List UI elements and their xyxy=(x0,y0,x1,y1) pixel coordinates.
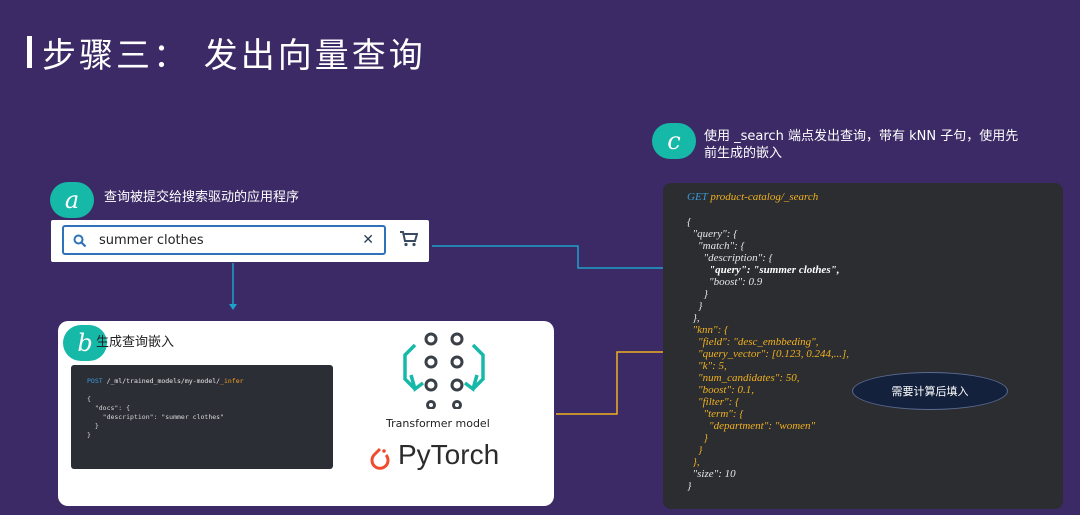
clear-icon[interactable]: ✕ xyxy=(362,232,374,248)
code-line: "match": { xyxy=(687,240,745,252)
code-line: "department": "women" xyxy=(687,420,816,432)
infer-body-line: "description": "summer clothes" xyxy=(87,413,224,421)
search-icon xyxy=(73,233,87,252)
transformer-model-label: Transformer model xyxy=(386,417,490,430)
transformer-model-icon xyxy=(403,332,485,409)
pytorch-label: PyTorch xyxy=(398,439,500,470)
note-bubble: 需要计算后填入 xyxy=(852,372,1008,410)
code-line: "boost": 0.9 xyxy=(687,276,763,288)
connector-arrowhead-down xyxy=(229,304,237,310)
infer-body-line: } xyxy=(87,422,99,430)
step-c-text-line1: 使用 _search 端点发出查询，带有 kNN 子句，使用先 xyxy=(704,129,1019,144)
code-line: } xyxy=(687,300,703,312)
code-line: } xyxy=(687,288,708,300)
page-title: 步骤三： 发出向量查询 xyxy=(42,36,426,76)
infer-method: POST xyxy=(87,377,103,385)
code-line: }, xyxy=(687,456,700,468)
code-line: } xyxy=(687,480,692,492)
search-input[interactable]: summer clothes ✕ xyxy=(62,225,386,255)
search-request-panel: GET product-catalog/_search { "query": {… xyxy=(663,183,1063,509)
pytorch-logo-icon xyxy=(370,447,390,470)
code-line: "description": { xyxy=(687,252,774,264)
title-accent-bar xyxy=(27,36,32,68)
code-line: } xyxy=(687,444,703,456)
infer-body-line: { xyxy=(87,395,91,403)
code-line: "query_vector": [0.123, 0.244,...], xyxy=(687,348,849,360)
search-widget: summer clothes ✕ xyxy=(51,220,429,262)
embedding-card: POST /_ml/trained_models/my-model/_infer… xyxy=(58,321,554,506)
connector-embed-to-knn xyxy=(556,351,682,415)
search-path-action: _search xyxy=(783,191,819,203)
code-line: "query": "summer clothes", xyxy=(687,264,840,276)
code-line: "size": 10 xyxy=(687,468,736,480)
connector-search-to-query xyxy=(432,245,744,269)
infer-request-code: POST /_ml/trained_models/my-model/_infer… xyxy=(71,365,333,469)
code-line: "boost": 0.1, xyxy=(687,384,754,396)
code-line: "num_candidates": 50, xyxy=(687,372,800,384)
search-query-text: summer clothes xyxy=(99,233,204,248)
step-c-text-line2: 前生成的嵌入 xyxy=(704,146,783,161)
infer-path-action: _infer xyxy=(220,377,244,385)
code-line: "field": "desc_embbeding", xyxy=(687,336,819,348)
code-line: "query": { xyxy=(687,228,738,240)
code-line: "knn": { xyxy=(687,324,729,336)
code-line: }, xyxy=(687,312,700,324)
code-line: { xyxy=(687,216,692,228)
code-line: "filter": { xyxy=(687,396,740,408)
search-path-prefix: product-catalog/ xyxy=(707,191,784,203)
step-c-badge: c xyxy=(652,123,696,159)
step-a-text: 查询被提交给搜索驱动的应用程序 xyxy=(104,190,300,205)
infer-path-prefix: /_ml/trained_models/my-model/ xyxy=(102,377,221,385)
infer-body-line: } xyxy=(87,431,91,439)
infer-body-line: "docs": { xyxy=(87,404,131,412)
code-line: "term": { xyxy=(687,408,744,420)
code-line: "k": 5, xyxy=(687,360,727,372)
step-a-badge: a xyxy=(50,182,94,218)
step-b-badge: b xyxy=(63,325,107,361)
step-b-text: 生成查询嵌入 xyxy=(96,335,175,350)
cart-icon[interactable] xyxy=(400,231,419,251)
search-method: GET xyxy=(687,191,708,203)
code-line: } xyxy=(687,432,708,444)
search-request-header: GET product-catalog/_search xyxy=(687,191,818,203)
